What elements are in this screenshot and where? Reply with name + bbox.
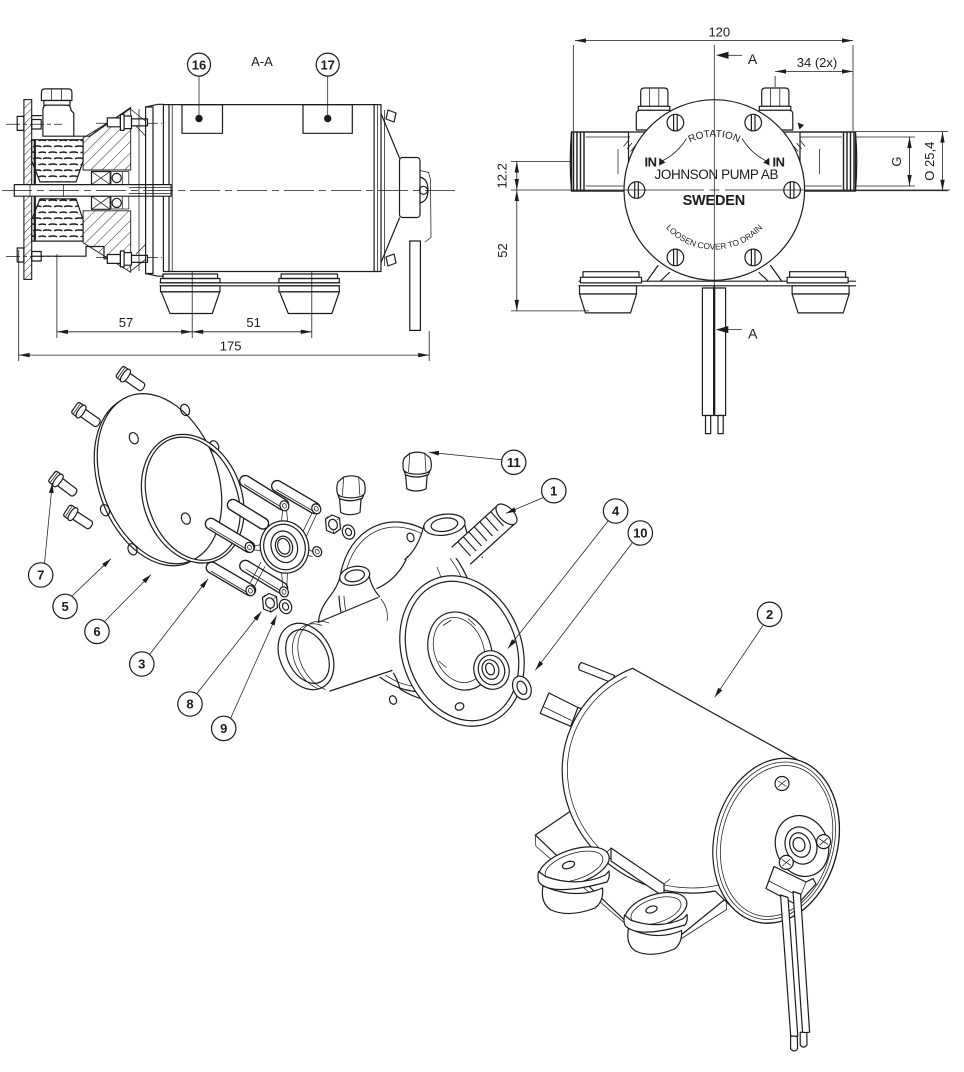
svg-text:51: 51 <box>246 315 260 330</box>
svg-text:6: 6 <box>93 624 100 639</box>
svg-text:12.2: 12.2 <box>495 163 510 188</box>
svg-text:8: 8 <box>186 697 193 712</box>
svg-text:G: G <box>889 156 904 166</box>
svg-text:9: 9 <box>220 721 227 736</box>
svg-text:A: A <box>748 325 758 341</box>
svg-text:1: 1 <box>550 483 557 498</box>
svg-text:11: 11 <box>507 455 521 470</box>
svg-text:4: 4 <box>612 504 620 519</box>
svg-text:A: A <box>748 51 758 67</box>
svg-text:IN: IN <box>645 154 657 169</box>
svg-text:SWEDEN: SWEDEN <box>683 193 745 209</box>
svg-text:57: 57 <box>119 315 133 330</box>
svg-text:IN: IN <box>773 154 785 169</box>
svg-text:A-A: A-A <box>251 54 273 69</box>
svg-text:10: 10 <box>633 526 647 541</box>
svg-text:O 25,4: O 25,4 <box>922 142 937 181</box>
svg-text:3: 3 <box>138 657 145 672</box>
svg-text:2: 2 <box>766 607 773 622</box>
svg-text:JOHNSON PUMP AB: JOHNSON PUMP AB <box>655 167 779 182</box>
svg-text:7: 7 <box>37 568 44 583</box>
svg-text:16: 16 <box>192 57 206 72</box>
svg-text:34 (2x): 34 (2x) <box>797 55 837 70</box>
svg-text:120: 120 <box>708 25 730 40</box>
svg-text:52: 52 <box>495 243 510 257</box>
svg-text:175: 175 <box>220 338 242 353</box>
svg-text:17: 17 <box>320 57 334 72</box>
svg-text:5: 5 <box>61 599 68 614</box>
